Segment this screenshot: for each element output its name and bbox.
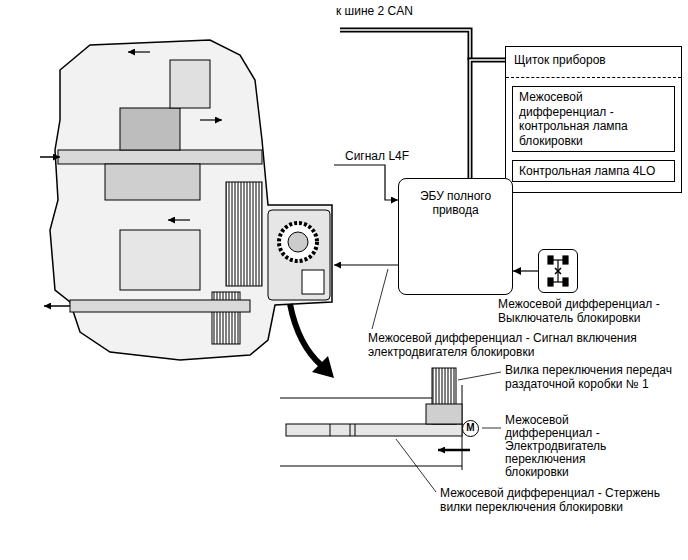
gear [170,60,210,108]
clutch-plates [226,182,262,286]
flow-arrow [128,51,150,52]
main-shaft [58,150,262,164]
actuator-gear [279,223,317,261]
signal-label: Межосевой дифференциал - Сигнал включени… [368,331,680,360]
lamp-label: Контрольная лампа 4LO [519,164,668,178]
part-label: Межосевой дифференциал - Стержень вилки … [440,486,680,515]
switch-label: Межосевой дифференциал - Выключатель бло… [498,297,683,326]
wire-gap [470,60,505,178]
shift-fork [426,404,462,424]
leader-line [458,372,501,380]
switch-box: Межосевой дифференциал - Выключатель бло… [538,249,578,293]
fork-shaft-rod [286,424,462,436]
actuator-housing [268,210,330,300]
switch-icon [548,256,568,286]
detail-arrow [290,304,322,366]
indicator-lamp: Контрольная лампа 4LO [512,160,675,182]
rod-groove [355,424,356,436]
instrument-panel: Щиток приборовМежосевой дифференциал - к… [505,46,682,193]
leader-line [396,439,436,492]
ecu-label: ЭБУ полного привода [405,189,506,218]
gear [105,164,200,200]
lamp-label: Межосевой дифференциал - контрольная лам… [519,90,668,148]
rod-groove [330,424,331,436]
signal-wire [334,165,398,200]
gear [120,230,200,290]
flow-arrow [168,219,190,220]
gear [120,108,180,150]
indicator-lamp: Межосевой дифференциал - контрольная лам… [512,86,675,152]
front-shaft [70,300,250,312]
rod-groove [350,424,351,436]
part-label: Межосевой дифференциал - Электродвигател… [505,414,617,479]
actuator-connector [302,270,324,294]
flow-arrow [200,119,222,120]
move-arrow [438,449,470,452]
signal-label: Сигнал L4F [345,149,435,163]
bus-label: к шине 2 CAN [336,4,446,18]
can-bus-wire [470,60,505,178]
panel-heading: Щиток приборов [506,47,681,78]
part-label: Вилка переключения передач раздаточной к… [505,363,680,392]
signal-wire [334,264,398,265]
detail-arrowhead [312,356,334,378]
output-arrow [44,305,70,307]
motor-letter: M [463,421,478,435]
ecu-box: ЭБУ полного привода [398,178,513,295]
leader-line [482,428,501,429]
actuator-gear [288,232,308,252]
signal-wire [513,270,538,271]
wire-gap [340,30,470,60]
leader-line [372,269,388,329]
can-bus-wire [340,30,470,60]
motor-symbol: M [462,420,479,437]
input-arrow [40,156,60,158]
